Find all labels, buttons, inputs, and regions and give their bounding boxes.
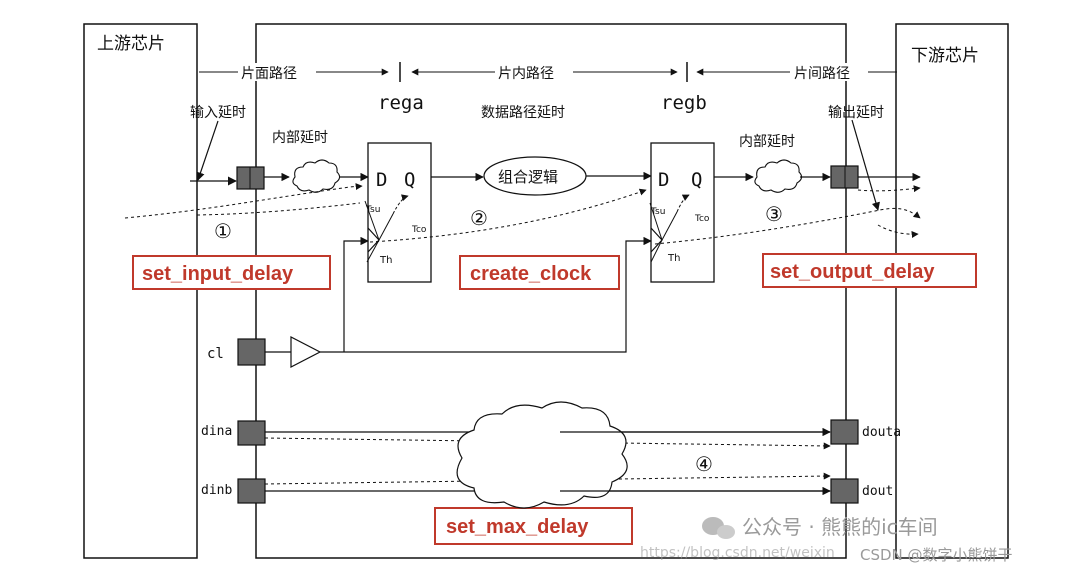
create-clock-label: create_clock xyxy=(470,263,592,285)
output-delay-label: 输出延时 xyxy=(828,105,884,121)
rega-box xyxy=(367,142,432,283)
set-input-delay-label: set_input_delay xyxy=(142,263,294,285)
comb-delay-cloud xyxy=(456,401,628,509)
rega-setup-line xyxy=(364,200,380,241)
set-max-delay-label: set_max_delay xyxy=(446,516,589,538)
path-1-clock-dashed xyxy=(196,202,361,216)
dina-port-label: dina xyxy=(201,424,232,439)
marker-1: ① xyxy=(214,219,232,243)
board-path-label-bg xyxy=(238,63,316,81)
input-delay-label: 输入延时 xyxy=(190,105,246,121)
regb-setup-line xyxy=(649,202,663,241)
regb-tco-line xyxy=(661,211,678,241)
board-path-label: 片面路径 xyxy=(241,66,297,82)
regb-tco: Tco xyxy=(694,214,710,224)
data-path-delay-label: 数据路径延时 xyxy=(481,105,565,121)
dinb-port-label: dinb xyxy=(201,483,232,498)
regb-tco-dashed xyxy=(676,194,690,213)
path-3-upper-dashed xyxy=(857,185,921,193)
path-3-dashed xyxy=(654,207,921,245)
rega-th: Th xyxy=(379,255,392,266)
internal-delay-left-label: 内部延时 xyxy=(272,130,328,146)
regb-q-pin: Q xyxy=(691,169,702,191)
dout-port-label: dout xyxy=(862,484,893,499)
regb-box xyxy=(650,142,715,283)
downstream-chip-label: 下游芯片 xyxy=(911,46,979,66)
current-chip-box xyxy=(255,23,847,559)
internal-delay-cloud-right xyxy=(754,159,803,193)
cl-port-label: cl xyxy=(207,346,224,362)
inner-path-label: 片内路径 xyxy=(498,66,554,82)
inter-path-label-bg xyxy=(790,63,868,81)
upstream-chip-label: 上游芯片 xyxy=(97,34,165,54)
output-delay-pointer xyxy=(851,119,880,211)
rega-hold-line xyxy=(366,239,380,263)
internal-delay-right-label: 内部延时 xyxy=(739,134,795,150)
cl-pad xyxy=(237,338,266,366)
regb-name: regb xyxy=(661,92,707,114)
dinb-pad xyxy=(237,478,266,504)
upstream-chip-box xyxy=(83,23,198,559)
rega-tsu: Tsu xyxy=(365,205,380,215)
clock-to-rega-line xyxy=(343,236,369,352)
marker-4: ④ xyxy=(695,452,713,476)
regb-d-pin: D xyxy=(658,169,669,191)
wechat-logo-icon xyxy=(702,517,735,539)
input-delay-pointer xyxy=(196,120,219,181)
clock-buffer xyxy=(290,336,322,368)
path-3-tail-dashed xyxy=(877,224,919,238)
dina-pad xyxy=(237,420,266,446)
blog-watermark: https://blog.csdn.net/weixin xyxy=(640,545,835,561)
inner-path-label-bg xyxy=(495,63,573,81)
rega-tco-line xyxy=(378,213,394,241)
rega-q-pin: Q xyxy=(404,169,415,191)
path-1-data-dashed xyxy=(124,183,363,219)
comb-logic-label: 组合逻辑 xyxy=(498,168,558,186)
dout-pad xyxy=(830,478,859,504)
regb-tsu: Tsu xyxy=(650,207,665,217)
marker-3: ③ xyxy=(765,202,783,226)
douta-pad xyxy=(830,419,859,445)
set-max-delay-box xyxy=(434,507,633,545)
create-clock-box xyxy=(459,255,620,290)
inter-path-label: 片间路径 xyxy=(794,66,850,82)
wechat-watermark: 公众号 · 熊熊的ic车间 xyxy=(742,515,938,539)
rega-tco-dashed xyxy=(392,194,409,215)
rega-tco: Tco xyxy=(411,225,427,235)
clock-to-regb-line xyxy=(320,236,652,353)
set-output-delay-label: set_output_delay xyxy=(770,261,935,283)
csdn-watermark: CSDN @数字小熊饼干 xyxy=(860,546,1013,564)
douta-port-label: douta xyxy=(862,425,901,440)
internal-delay-cloud-left xyxy=(292,159,341,193)
rega-name: rega xyxy=(378,92,424,114)
set-output-delay-box xyxy=(762,253,977,288)
marker-2: ② xyxy=(470,206,488,230)
downstream-chip-box xyxy=(895,23,1009,559)
set-input-delay-box xyxy=(132,255,331,290)
regb-th: Th xyxy=(667,253,680,264)
regb-hold-line xyxy=(650,239,663,263)
rega-d-pin: D xyxy=(376,169,387,191)
path-2-dashed xyxy=(369,188,647,243)
